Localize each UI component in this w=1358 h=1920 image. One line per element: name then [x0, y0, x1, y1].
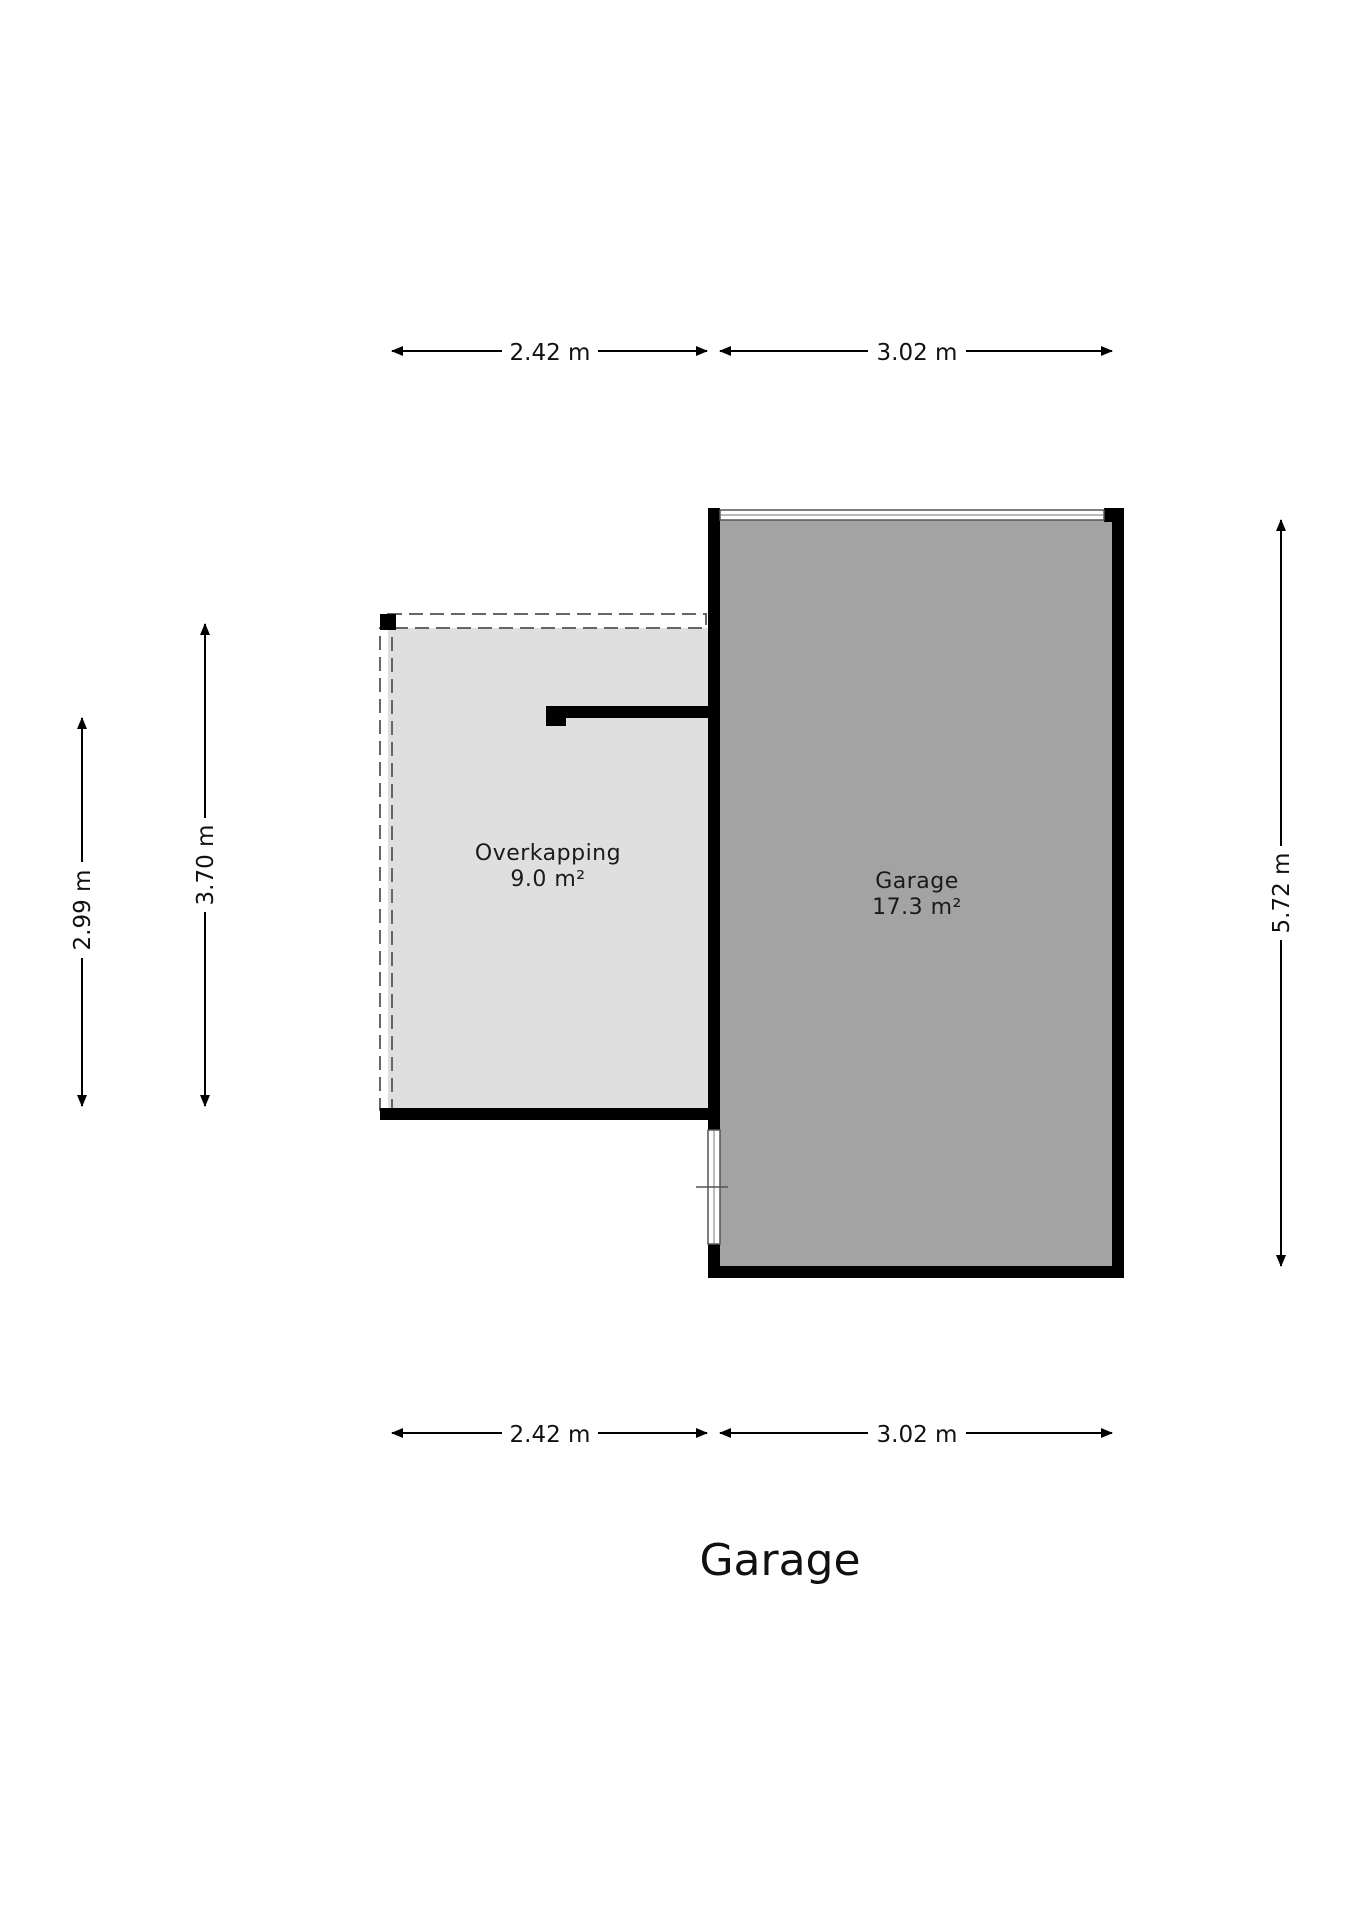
dim-bottom-left-label: 2.42 m: [510, 1422, 591, 1448]
dim-top-right: 3.02 m: [719, 340, 1113, 366]
dim-right: 5.72 m: [1269, 519, 1295, 1267]
dim-left-inner: 3.70 m: [193, 623, 219, 1107]
garage-side-door: [696, 1129, 728, 1245]
overkapping-name: Overkapping: [475, 841, 621, 866]
dim-top-left-label: 2.42 m: [510, 340, 591, 366]
dim-top-right-label: 3.02 m: [877, 340, 958, 366]
overkapping-corner-post: [380, 614, 396, 630]
overkapping-bottom-wall: [380, 1108, 720, 1120]
garage-right-wall: [1112, 508, 1124, 1278]
dim-left-outer-label: 2.99 m: [70, 870, 96, 951]
garage-top-left-post: [708, 508, 720, 522]
garage-top-right-post: [1104, 508, 1124, 522]
overkapping-top-dashed: [387, 613, 707, 629]
garage-floor: [720, 520, 1120, 1270]
dim-bottom-right: 3.02 m: [719, 1422, 1113, 1448]
garage-name: Garage: [875, 869, 959, 894]
page-title: Garage: [699, 1535, 860, 1586]
dim-left-inner-label: 3.70 m: [193, 825, 219, 906]
garage-top-opening: [719, 509, 1105, 521]
dim-right-label: 5.72 m: [1269, 853, 1295, 934]
dim-left-outer: 2.99 m: [70, 717, 96, 1107]
dim-bottom-right-label: 3.02 m: [877, 1422, 958, 1448]
stub-wall-post: [546, 706, 566, 726]
garage-bottom-wall: [708, 1266, 1124, 1278]
stub-wall: [548, 706, 716, 718]
dim-top-left: 2.42 m: [391, 340, 708, 366]
garage-left-wall-upper: [708, 508, 720, 1130]
overkapping-area: 9.0 m²: [510, 867, 585, 892]
dim-bottom-left: 2.42 m: [391, 1422, 708, 1448]
garage-area: 17.3 m²: [872, 895, 962, 920]
